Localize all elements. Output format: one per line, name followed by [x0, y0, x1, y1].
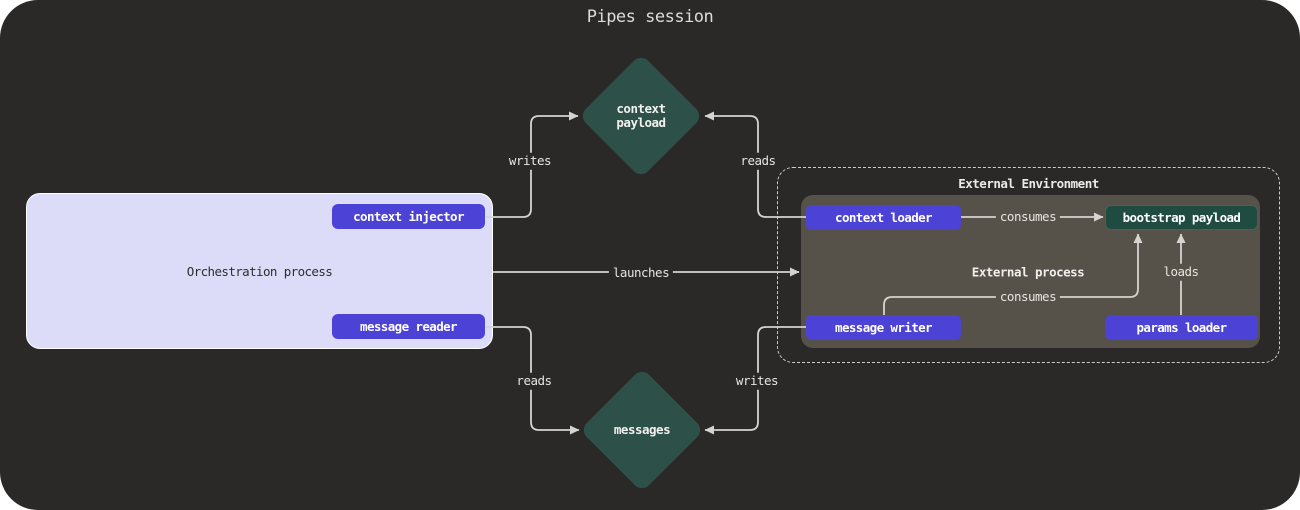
node-bootstrap-payload: bootstrap payload — [1105, 205, 1258, 230]
edge-label-consumes-top: consumes — [995, 208, 1061, 226]
edge-label-reads-top: reads — [736, 152, 780, 170]
node-context-loader: context loader — [806, 205, 961, 230]
node-message-writer: message writer — [806, 315, 961, 340]
diagram-title: Pipes session — [586, 7, 714, 27]
edge-label-writes-top: writes — [504, 152, 556, 170]
external-process-label: External process — [971, 264, 1085, 280]
node-message-reader: message reader — [332, 314, 485, 339]
edge-label-writes-bottom: writes — [731, 372, 783, 390]
edge-label-reads-bottom: reads — [512, 372, 556, 390]
node-params-loader: params loader — [1105, 315, 1258, 340]
node-context-payload: context payload — [578, 53, 704, 179]
edge-label-loads: loads — [1159, 263, 1203, 281]
external-environment-label: External Environment — [958, 176, 1099, 191]
orchestration-process-label: Orchestration process — [186, 263, 333, 279]
edge-label-consumes-bottom: consumes — [995, 288, 1061, 306]
node-messages: messages — [579, 367, 705, 493]
node-messages-label: messages — [613, 421, 671, 437]
edge-label-launches: launches — [608, 264, 674, 282]
node-context-payload-label: context payload — [616, 100, 666, 130]
external-environment-box — [777, 167, 1280, 363]
node-context-injector: context injector — [332, 204, 485, 229]
